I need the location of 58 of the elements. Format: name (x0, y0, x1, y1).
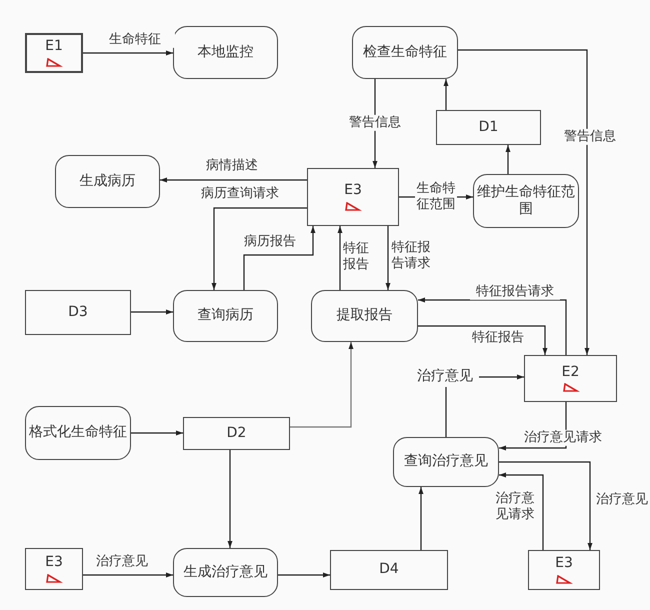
node-label: 维护生命特征范围 (477, 184, 575, 218)
arrow (243, 226, 316, 290)
process-box (352, 26, 458, 79)
arrow (444, 79, 448, 110)
arrow (160, 178, 307, 182)
data-store-box (330, 550, 448, 590)
data-store-box (25, 290, 131, 335)
data-store-box (436, 110, 541, 145)
process-box (25, 406, 131, 460)
node-label: E1 (45, 38, 63, 56)
process-box (55, 155, 160, 208)
node-label: 格式化生命特征 (29, 424, 127, 442)
node-label: 查询治疗意见 (404, 453, 488, 471)
node-label: 生成治疗意见 (184, 564, 268, 582)
process-box (393, 437, 499, 487)
arrow (386, 226, 390, 290)
external-entity-box (25, 548, 83, 590)
arrow (228, 450, 232, 548)
node-label: E3 (344, 182, 362, 200)
node-label: E3 (45, 554, 63, 572)
node-label: 本地监控 (198, 44, 254, 62)
arrow (131, 430, 183, 436)
arrow (499, 461, 592, 550)
node-label: 检查生命特征 (363, 44, 447, 62)
arrow (338, 226, 342, 290)
external-entity-box (307, 168, 399, 226)
process-box (173, 26, 278, 79)
node-label: E2 (562, 364, 580, 382)
external-entity-box (528, 550, 600, 590)
process-box (173, 548, 278, 597)
node-label: E3 (555, 555, 573, 573)
arrow (499, 472, 544, 550)
process-box (311, 290, 418, 342)
external-entity-box (524, 355, 617, 402)
node-label: D1 (478, 118, 498, 136)
arrow (83, 572, 173, 578)
node-label: D3 (68, 304, 88, 322)
arrow (418, 298, 567, 355)
data-store-box (183, 417, 290, 450)
arrow (418, 487, 424, 550)
external-entity-box (25, 33, 83, 73)
node-label: D2 (226, 424, 246, 442)
arrow (83, 50, 173, 56)
node-label: 查询病历 (198, 307, 254, 325)
node-label: D4 (379, 561, 399, 579)
arrow (418, 325, 548, 355)
edge-label: 特征报告请求 (470, 284, 560, 300)
arrow (278, 572, 330, 578)
arrow (290, 342, 354, 428)
process-box (473, 174, 579, 228)
arrow (212, 207, 307, 290)
arrow (131, 310, 173, 314)
node-label: 提取报告 (336, 307, 392, 325)
process-box (173, 290, 278, 342)
arrow (506, 145, 510, 174)
arrow (479, 374, 524, 380)
arrow (458, 49, 590, 355)
node-label: 生成病历 (80, 172, 136, 190)
